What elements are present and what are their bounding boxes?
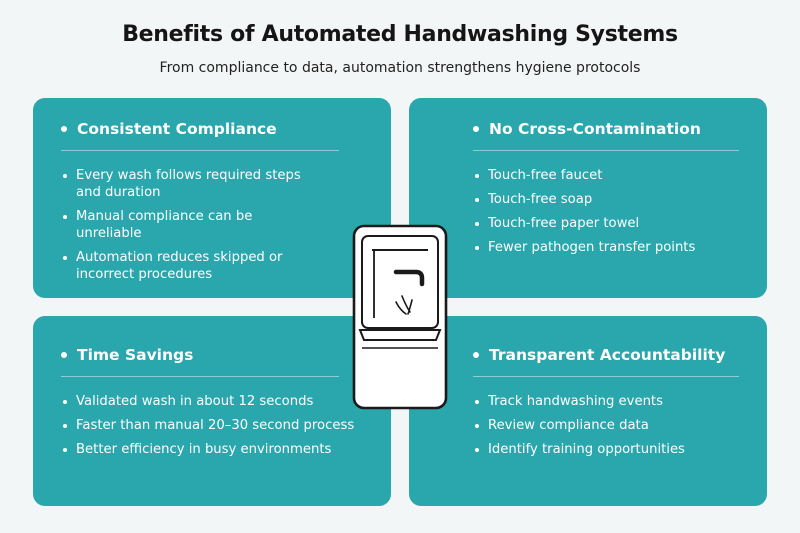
list-item: Better efficiency in busy environments [61,441,363,458]
card-heading-text: Consistent Compliance [77,120,277,138]
bullet-icon [475,424,479,428]
list-item: Touch-free paper towel [473,215,739,232]
list-item-text: Touch-free faucet [488,168,603,183]
list-item-text: Every wash follows required steps and du… [76,168,301,200]
list-item-text: Touch-free soap [488,192,593,207]
card-list: Validated wash in about 12 seconds Faste… [61,393,363,458]
list-item-text: Validated wash in about 12 seconds [76,394,314,409]
card-heading: No Cross-Contamination [473,120,739,151]
list-item-text: Manual compliance can be unreliable [76,209,253,241]
card-heading: Consistent Compliance [61,120,339,151]
list-item-text: Track handwashing events [488,394,663,409]
heading-bullet-icon [61,126,67,132]
bullet-icon [63,174,67,178]
page-subtitle: From compliance to data, automation stre… [159,60,641,76]
card-list: Every wash follows required steps and du… [61,167,363,283]
card-list: Touch-free faucet Touch-free soap Touch-… [473,167,739,256]
list-item: Automation reduces skipped or incorrect … [61,249,311,283]
bullet-icon [475,198,479,202]
station-upper-panel [361,235,439,329]
bullet-icon [63,400,67,404]
list-item: Faster than manual 20–30 second process [61,417,363,434]
bullet-icon [475,400,479,404]
bullet-icon [475,222,479,226]
card-heading: Time Savings [61,346,339,377]
list-item: Fewer pathogen transfer points [473,239,739,256]
list-item: Review compliance data [473,417,739,434]
bullet-icon [63,448,67,452]
card-list: Track handwashing events Review complian… [473,393,739,458]
list-item-text: Identify training opportunities [488,442,685,457]
list-item: Track handwashing events [473,393,739,410]
water-stream-icon [395,295,413,315]
bullet-icon [475,174,479,178]
card-no-cross-contamination: No Cross-Contamination Touch-free faucet… [409,98,767,298]
bullet-icon [475,448,479,452]
bullet-icon [475,246,479,250]
card-transparent-accountability: Transparent Accountability Track handwas… [409,316,767,506]
list-item-text: Fewer pathogen transfer points [488,240,696,255]
heading-bullet-icon [61,352,67,358]
list-item: Identify training opportunities [473,441,739,458]
list-item: Touch-free faucet [473,167,739,184]
heading-bullet-icon [473,352,479,358]
list-item: Manual compliance can be unreliable [61,208,311,242]
card-heading: Transparent Accountability [473,346,739,377]
faucet-icon [393,269,425,287]
list-item-text: Touch-free paper towel [488,216,640,231]
card-time-savings: Time Savings Validated wash in about 12 … [33,316,391,506]
card-consistent-compliance: Consistent Compliance Every wash follows… [33,98,391,298]
card-heading-text: Time Savings [77,346,194,364]
list-item-text: Review compliance data [488,418,649,433]
card-heading-text: Transparent Accountability [489,346,726,364]
heading-bullet-icon [473,126,479,132]
list-item: Every wash follows required steps and du… [61,167,311,201]
list-item-text: Automation reduces skipped or incorrect … [76,250,283,282]
list-item-text: Faster than manual 20–30 second process [76,418,355,433]
bullet-icon [63,424,67,428]
list-item-text: Better efficiency in busy environments [76,442,332,457]
card-heading-text: No Cross-Contamination [489,120,701,138]
bullet-icon [63,256,67,260]
sink-basin [358,329,442,341]
handwashing-station-icon [352,224,448,410]
page-title: Benefits of Automated Handwashing System… [122,22,678,47]
list-item: Touch-free soap [473,191,739,208]
list-item: Validated wash in about 12 seconds [61,393,363,410]
bullet-icon [63,215,67,219]
